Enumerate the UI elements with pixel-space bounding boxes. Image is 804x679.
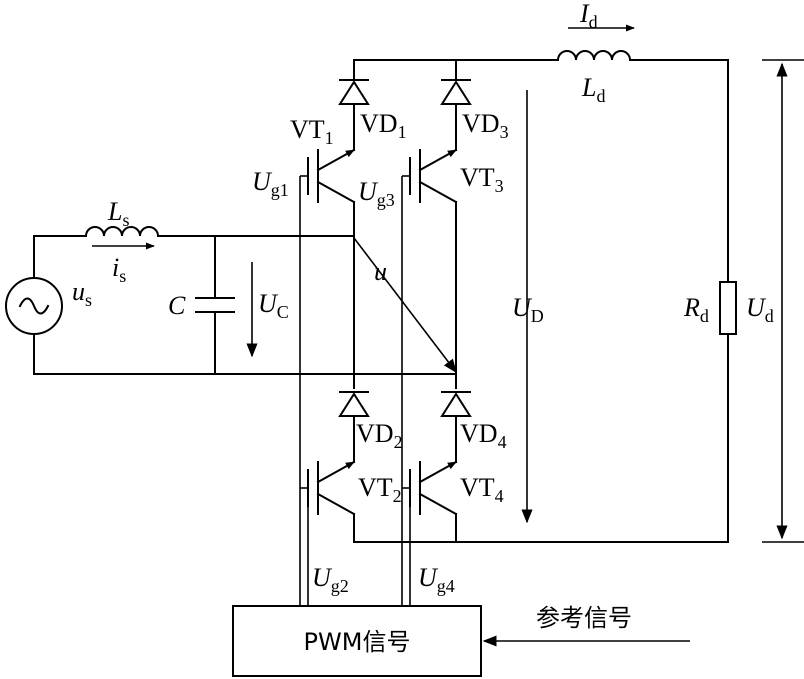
label-uc: UC bbox=[258, 289, 289, 322]
label-c: C bbox=[168, 291, 186, 320]
label-vd1: VD1 bbox=[360, 109, 407, 142]
u-arrow bbox=[353, 237, 457, 374]
label-vd2: VD2 bbox=[356, 419, 403, 452]
gate-wires bbox=[299, 175, 411, 606]
label-vt2: VT2 bbox=[358, 473, 402, 506]
dc-top-rail bbox=[353, 50, 729, 62]
label-ug3: Ug3 bbox=[358, 177, 395, 210]
ud-dimension bbox=[762, 59, 804, 543]
label-ud: Ud bbox=[746, 293, 774, 326]
label-ls: Ls bbox=[107, 197, 129, 230]
resistor-rd bbox=[719, 59, 737, 543]
capacitor-c bbox=[195, 235, 235, 375]
reference-label: 参考信号 bbox=[536, 604, 632, 632]
label-vt3: VT3 bbox=[460, 163, 504, 196]
label-ud-internal: UD bbox=[512, 293, 544, 326]
bridge-leg-left bbox=[307, 59, 370, 543]
label-is: is bbox=[112, 253, 126, 286]
pwm-block-label: PWM信号 bbox=[304, 628, 411, 656]
label-vd3: VD3 bbox=[462, 109, 509, 142]
inductor-ls bbox=[33, 226, 355, 238]
label-ug1: Ug1 bbox=[252, 167, 289, 200]
pwm-block bbox=[232, 605, 482, 677]
label-vt1: VT1 bbox=[290, 115, 334, 148]
label-ld: Ld bbox=[581, 73, 605, 106]
label-rd: Rd bbox=[683, 293, 709, 326]
label-vd4: VD4 bbox=[460, 419, 507, 452]
label-ug2: Ug2 bbox=[312, 563, 349, 596]
ac-source bbox=[5, 235, 63, 375]
label-ug4: Ug4 bbox=[418, 563, 455, 596]
label-u: u bbox=[374, 257, 387, 286]
bridge-leg-right bbox=[409, 59, 472, 543]
label-vt4: VT4 bbox=[460, 473, 504, 506]
label-id: Id bbox=[579, 0, 598, 32]
label-us: us bbox=[72, 277, 92, 310]
